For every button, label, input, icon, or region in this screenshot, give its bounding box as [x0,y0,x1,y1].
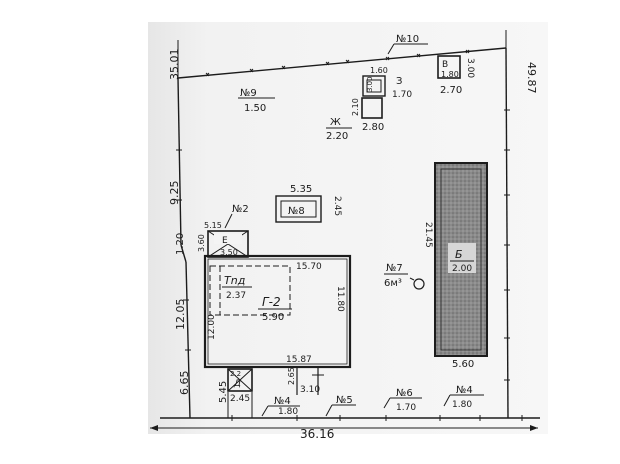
fence-6: №6 1.70 [383,388,422,413]
fence-10-label: №10 [396,34,419,45]
shed-v-dim-a: 1.80 [441,70,459,79]
porch-d: 2.2 Д 2.45 [227,368,253,418]
well-number: №7 [386,263,403,274]
fence-4a-length: 1.80 [278,407,298,417]
porch-e-dim-a: 5.15 [204,221,222,230]
dim-left-bottom: 6.65 [178,371,191,396]
porch-d-top: 2.2 [230,370,241,378]
main-label: Г-2 [262,295,281,309]
shed-3-side: 3.00 [366,76,374,92]
boundary-ticks [176,49,523,421]
shed-v-label: В [442,60,448,70]
fence-9-label: №9 [240,88,257,99]
fence-9-length: 1.50 [244,103,266,114]
small-structure: 2.65 3.10 [287,367,324,395]
dim-left-small: 1.20 [175,233,186,255]
shed-3-label: З [396,76,402,87]
dim-left-main: 12.05 [174,299,187,331]
shed-zh-height: 2.10 [351,98,360,116]
dim-left-mid: 9.25 [168,181,181,206]
shed-zh: 2.10 2.80 Ж 2.20 [326,97,384,142]
fence-10: №10 [387,34,428,55]
shed-zh-label: Ж [330,117,341,128]
shed-3-dim-a: 1.60 [370,66,388,75]
porch-d-width: 2.45 [230,394,250,404]
shed-zh-value: 2.20 [326,131,348,142]
main-tnd-label: Tnд [224,274,245,287]
shed-3-dim-b: 1.70 [392,90,412,100]
porch-e-width: 3.50 [220,248,238,257]
item-310: 3.10 [300,385,320,395]
fence-9: №9 1.50 [238,88,275,114]
fence-4a-label: №4 [274,396,291,407]
building-b-value: 2.00 [452,264,472,274]
porch-e-label: Е [222,236,228,246]
fence-4b-label: №4 [456,385,473,396]
fence-6-label: №6 [396,388,413,399]
building-b-width: 5.60 [452,359,474,370]
main-bottom-dim: 15.87 [286,355,312,365]
main-top-dim: 15.70 [296,262,322,272]
object-8-width: 5.35 [290,184,312,195]
fence-4b-length: 1.80 [452,400,472,410]
item-265: 2.65 [287,367,296,385]
main-house: Tnд 2.37 Г-2 5.90 15.70 11.80 12.00 15.8… [203,254,352,369]
porch-e: 5.15 Е 3.50 3.60 [197,221,249,258]
fence-4b: №4 1.80 [443,385,484,410]
dim-right-total: 49.87 [525,62,538,94]
fence-6-length: 1.70 [396,403,416,413]
main-width: 5.90 [262,312,284,323]
fence-4a: №4 1.80 [261,396,300,417]
building-b-height: 21.45 [423,222,433,248]
fence-5: №5 [325,395,356,417]
dim-bottom-total: 36.16 [300,427,334,441]
object-8-height: 2.45 [332,196,342,216]
shed-v: В 1.80 2.70 3.00 [437,55,475,96]
bottom-dimension: 36.16 [150,425,538,441]
label-no2: №2 [224,204,249,229]
building-b-label: Б [455,248,463,261]
no2-label: №2 [232,204,249,215]
shed-zh-width: 2.80 [362,122,384,133]
shed-v-dim-c: 3.00 [465,58,475,78]
fence-5-label: №5 [336,395,353,406]
dim-left-low: 5.45 [218,381,229,403]
object-8-label: №8 [288,206,305,217]
shed-3: 1.60 З 1.70 3.00 [362,66,412,100]
porch-d-label: Д [233,379,241,389]
porch-e-height: 3.60 [197,234,206,252]
main-tnd-value: 2.37 [226,291,246,301]
shed-v-dim-b: 2.70 [440,85,462,96]
well-volume: 6м³ [384,278,402,289]
dim-left-top: 35.01 [168,49,181,81]
well-7: №7 6м³ [384,263,425,290]
main-right-dim: 11.80 [335,286,345,312]
object-8: 5.35 №8 2.45 [275,184,342,223]
main-left-dim: 12.00 [207,314,217,340]
building-b: Б 2.00 21.45 5.60 [423,162,488,370]
